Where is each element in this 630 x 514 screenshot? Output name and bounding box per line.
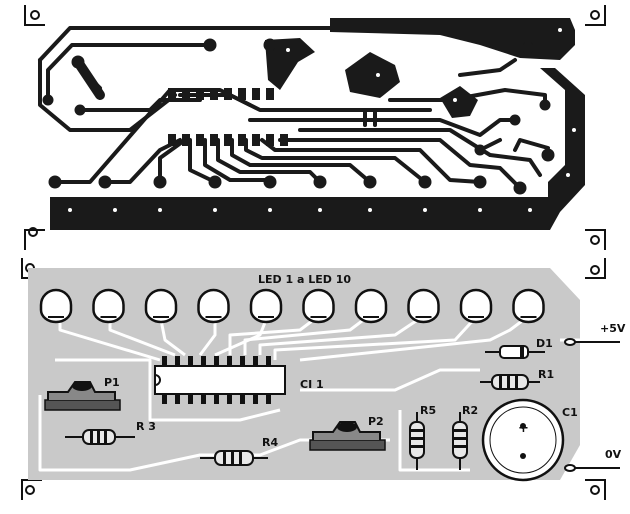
p1-label: P1 (104, 376, 120, 389)
r1-label: R1 (538, 368, 554, 381)
led-6 (302, 288, 335, 324)
d1-label: D1 (536, 337, 553, 350)
led-9 (459, 288, 493, 324)
resistor-r1 (480, 374, 540, 390)
p2-label: P2 (368, 415, 384, 428)
led-range-label: LED 1 a LED 10 (258, 273, 351, 286)
plus-5v-label: +5V (600, 322, 626, 335)
power-leads (564, 338, 620, 472)
copper-layout (24, 5, 606, 250)
led-5 (249, 288, 283, 324)
led-row (39, 288, 545, 324)
resistor-r4 (200, 450, 268, 466)
ground-bus-holes (68, 28, 576, 212)
led-3 (144, 288, 178, 324)
c1-label: C1 (562, 406, 578, 419)
trace-shadows (38, 313, 595, 472)
resistor-r2 (452, 412, 468, 470)
capacitor-c1 (481, 398, 565, 482)
ic-ci1-label: CI 1 (300, 378, 324, 391)
copper-pad-island-2 (265, 38, 315, 90)
corner-mark-mid-right (585, 229, 606, 250)
r5-label: R5 (420, 404, 436, 417)
led-4 (197, 288, 230, 324)
ic-pads-top-row (168, 88, 274, 100)
resistor-r3 (65, 429, 135, 445)
copper-traces (38, 26, 550, 190)
c1-polarity-label: + (518, 421, 529, 436)
ic-pads-bottom-row (168, 134, 288, 146)
ground-bus-trace (50, 68, 585, 230)
r4-label: R4 (262, 436, 278, 449)
trimmer-p2 (309, 421, 386, 451)
corner-mark-mid-left (24, 227, 45, 250)
ic-ci1 (154, 356, 286, 404)
r3-label: R 3 (136, 420, 156, 433)
corner-mark-top-right (585, 5, 606, 26)
led-10 (512, 288, 545, 324)
resistor-r5 (409, 412, 425, 470)
led-2 (92, 288, 125, 324)
led-8 (407, 288, 440, 324)
solder-pads (42, 38, 555, 195)
corner-mark-top-left (24, 5, 45, 26)
zero-v-label: 0V (605, 448, 622, 461)
copper-pad-island-3 (440, 86, 478, 118)
trimmer-p1 (44, 381, 121, 411)
r2-label: R2 (462, 404, 478, 417)
corner-mark-lower-top-right (585, 258, 606, 279)
copper-pad-island-1 (345, 52, 400, 98)
diode-d1 (485, 345, 545, 359)
component-layout: LED 1 a LED 10 +5V 0V CI 1 P1 P2 R1 R2 R… (21, 258, 626, 500)
supply-bus-trace (330, 18, 575, 60)
led-7 (354, 288, 388, 324)
led-1 (39, 288, 73, 324)
corner-mark-lower-bottom-left (21, 479, 42, 500)
angled-trace-left (73, 57, 105, 100)
corner-mark-lower-bottom-right (585, 479, 606, 500)
